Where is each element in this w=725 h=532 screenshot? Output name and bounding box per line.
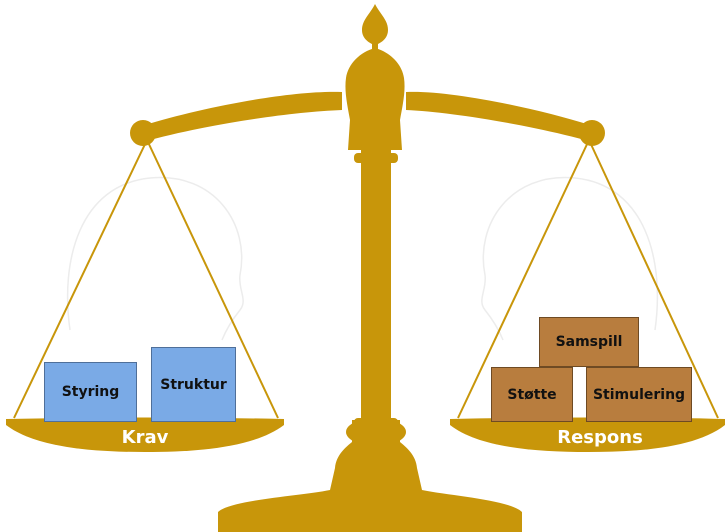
samspill-label: Samspill	[555, 334, 623, 350]
stimulering-block: Stimulering	[586, 367, 692, 422]
left-pan-label: Krav	[121, 427, 169, 448]
right-pan-label: Respons	[557, 427, 643, 448]
right-pan	[450, 417, 725, 452]
struktur-block: Struktur	[151, 347, 236, 422]
faint-head-silhouettes	[66, 176, 659, 341]
styring-block: Styring	[44, 362, 137, 422]
struktur-label: Struktur	[160, 376, 227, 393]
stotte-label: Støtte	[507, 386, 557, 403]
right-pan-strings	[457, 139, 719, 419]
stotte-block: Støtte	[491, 367, 573, 422]
scale-pillar	[354, 150, 398, 428]
scale-finial	[345, 4, 405, 150]
stimulering-label: Stimulering	[592, 386, 686, 403]
left-pan	[6, 417, 284, 452]
styring-label: Styring	[61, 384, 120, 400]
scale-beam	[130, 91, 605, 146]
samspill-block: Samspill	[539, 317, 639, 367]
left-pan-strings	[13, 139, 279, 419]
